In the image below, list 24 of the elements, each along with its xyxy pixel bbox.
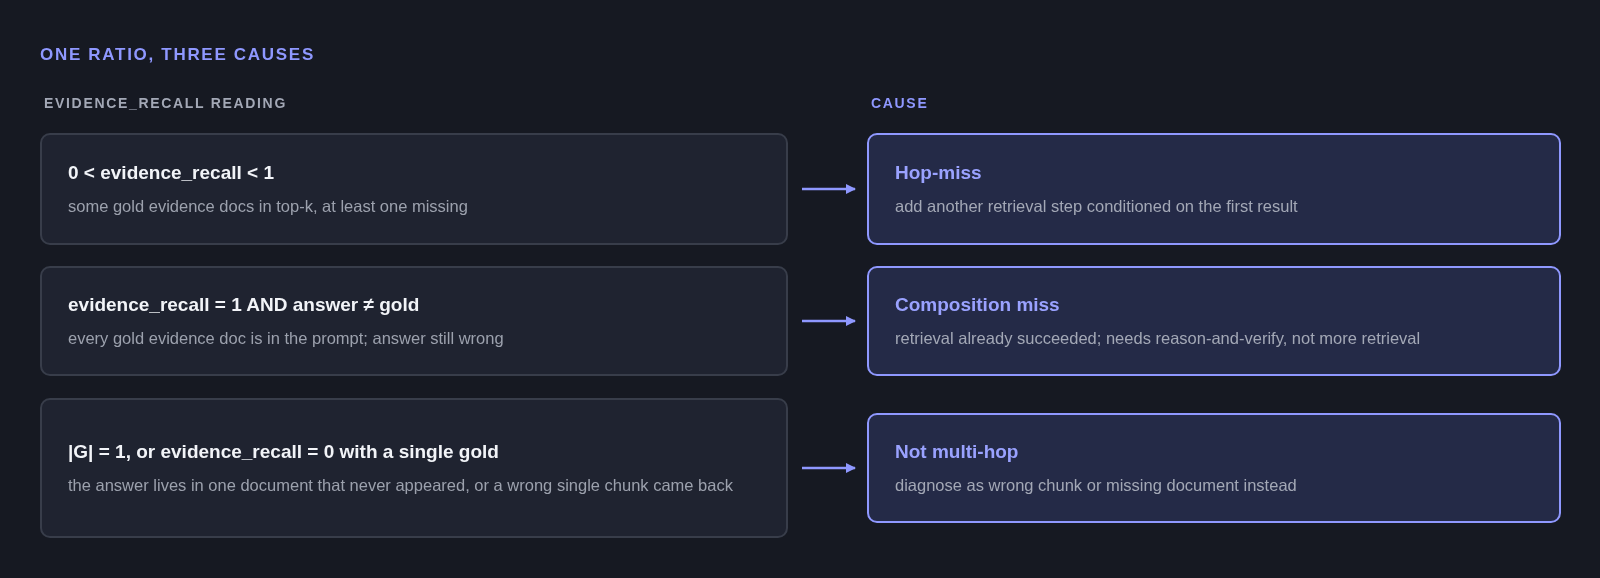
arrow xyxy=(802,463,856,473)
box-heading: Hop-miss xyxy=(895,160,983,185)
box-heading: evidence_recall = 1 AND answer ≠ gold xyxy=(68,292,421,317)
box-heading: |G| = 1, or evidence_recall = 0 with a single gold xyxy=(68,439,500,464)
box-description: every gold evidence doc is in the prompt; answer still wrong xyxy=(68,328,505,350)
box-heading: Composition miss xyxy=(895,292,1061,317)
reading-box xyxy=(40,266,788,376)
box-description: retrieval already succeeded; needs reason-and-verify, not more retrieval xyxy=(895,328,1422,350)
column-header: EVIDENCE_RECALL READING xyxy=(44,94,287,113)
arrow xyxy=(802,184,856,194)
box-description: diagnose as wrong chunk or missing document instead xyxy=(895,475,1298,497)
box-heading: 0 < evidence_recall < 1 xyxy=(68,160,275,185)
box-description: add another retrieval step conditioned on the first result xyxy=(895,196,1299,218)
diagram-title: ONE RATIO, THREE CAUSES xyxy=(40,44,315,66)
cause-box xyxy=(867,266,1561,376)
reading-box xyxy=(40,398,788,538)
box-description: some gold evidence docs in top-k, at least one missing xyxy=(68,196,469,218)
cause-box xyxy=(867,413,1561,523)
box-heading: Not multi-hop xyxy=(895,439,1020,464)
reading-box xyxy=(40,133,788,245)
arrow xyxy=(802,316,856,326)
box-description: the answer lives in one document that never appeared, or a wrong single chunk came back xyxy=(68,475,734,497)
cause-box xyxy=(867,133,1561,245)
column-header: CAUSE xyxy=(871,94,929,113)
